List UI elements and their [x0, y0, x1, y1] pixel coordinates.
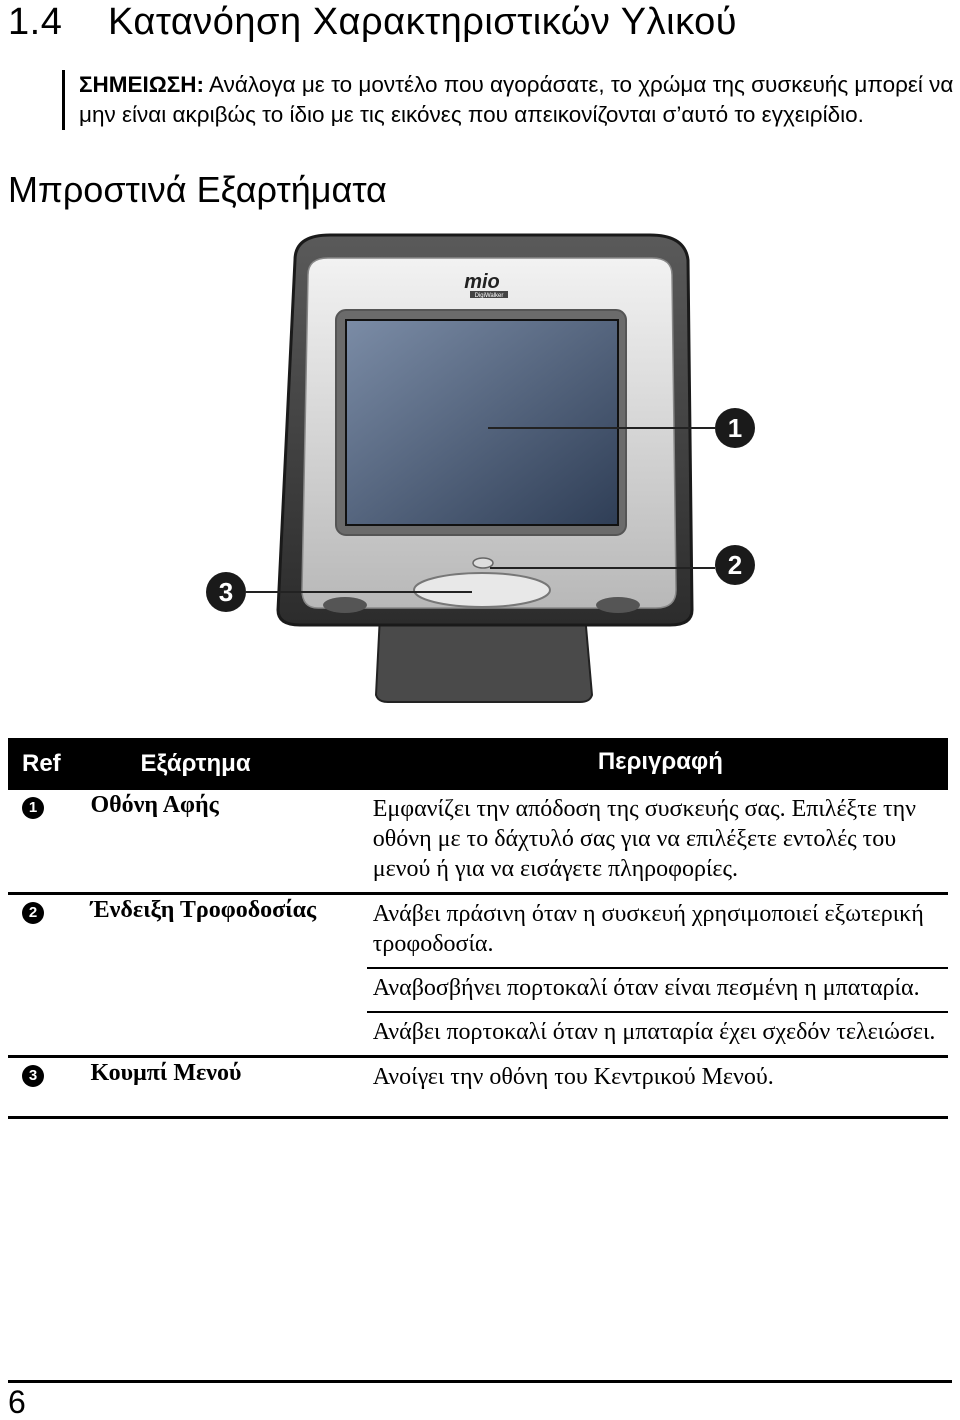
table-subrow: Αναβοσβήνει πορτοκαλί όταν είναι πεσμένη… [8, 968, 948, 1013]
note-box: ΣΗΜΕΙΩΣΗ: Ανάλογα με το μοντέλο που αγορ… [62, 70, 960, 130]
device-stand [374, 614, 594, 703]
svg-text:DigiWalker: DigiWalker [475, 293, 504, 299]
table-row: 3 Κουμπί Μενού Ανοίγει την οθόνη του Κεν… [8, 1056, 948, 1119]
device-figure: mio DigiWalker 1 2 3 [200, 230, 780, 710]
table-row: 2 Ένδειξη Τροφοδοσίας Ανάβει πράσινη ότα… [8, 893, 948, 1058]
power-indicator [472, 557, 494, 569]
callout-1: 1 [715, 408, 755, 448]
part-name: Οθόνη Αφής [90, 790, 367, 895]
callout-2: 2 [715, 545, 755, 585]
touch-screen [345, 319, 619, 526]
section-title: Κατανόηση Χαρακτηριστικών Υλικού [108, 1, 738, 43]
front-components-heading: Μπροστινά Εξαρτήματα [8, 169, 387, 210]
section-heading: 1.4 Κατανόηση Χαρακτηριστικών Υλικού [8, 0, 737, 44]
header-description: Περιγραφή [366, 738, 948, 790]
part-description: Αναβοσβήνει πορτοκαλί όταν είναι πεσμένη… [366, 968, 948, 1013]
right-speaker [596, 597, 640, 613]
part-description: Ανάβει πράσινη όταν η συσκευή χρησιμοποι… [366, 893, 948, 969]
table-header-row: Ref Εξάρτημα Περιγραφή [8, 738, 948, 790]
components-table: Ref Εξάρτημα Περιγραφή 1 Οθόνη Αφής Εμφα… [8, 738, 948, 1119]
header-part: Εξάρτημα [90, 738, 367, 790]
note-label: ΣΗΜΕΙΩΣΗ: [79, 72, 205, 97]
part-name: Κουμπί Μενού [90, 1056, 367, 1119]
note-text: Ανάλογα με το μοντέλο που αγοράσατε, το … [79, 72, 954, 127]
callout-3: 3 [206, 572, 246, 612]
ref-badge: 3 [22, 1065, 44, 1087]
device-illustration: mio DigiWalker [246, 233, 715, 703]
brand-logo-sub [470, 291, 508, 298]
header-ref: Ref [8, 738, 91, 790]
footer-rule [8, 1380, 952, 1383]
ref-badge: 1 [22, 797, 44, 819]
section-number: 1.4 [8, 1, 63, 43]
brand-logo: mio [464, 271, 500, 293]
page-number: 6 [8, 1384, 26, 1420]
part-description: Ανοίγει την οθόνη του Κεντρικού Μενού. [366, 1056, 948, 1119]
part-description: Ανάβει πορτοκαλί όταν η μπαταρία έχει σχ… [366, 1012, 948, 1058]
part-name: Ένδειξη Τροφοδοσίας [90, 893, 367, 1058]
left-speaker [323, 597, 367, 613]
part-description: Εμφανίζει την απόδοση της συσκευής σας. … [366, 790, 948, 895]
table-subrow: Ανάβει πορτοκαλί όταν η μπαταρία έχει σχ… [8, 1012, 948, 1058]
table-row: 1 Οθόνη Αφής Εμφανίζει την απόδοση της σ… [8, 790, 948, 895]
menu-button [413, 572, 551, 608]
ref-badge: 2 [22, 902, 44, 924]
